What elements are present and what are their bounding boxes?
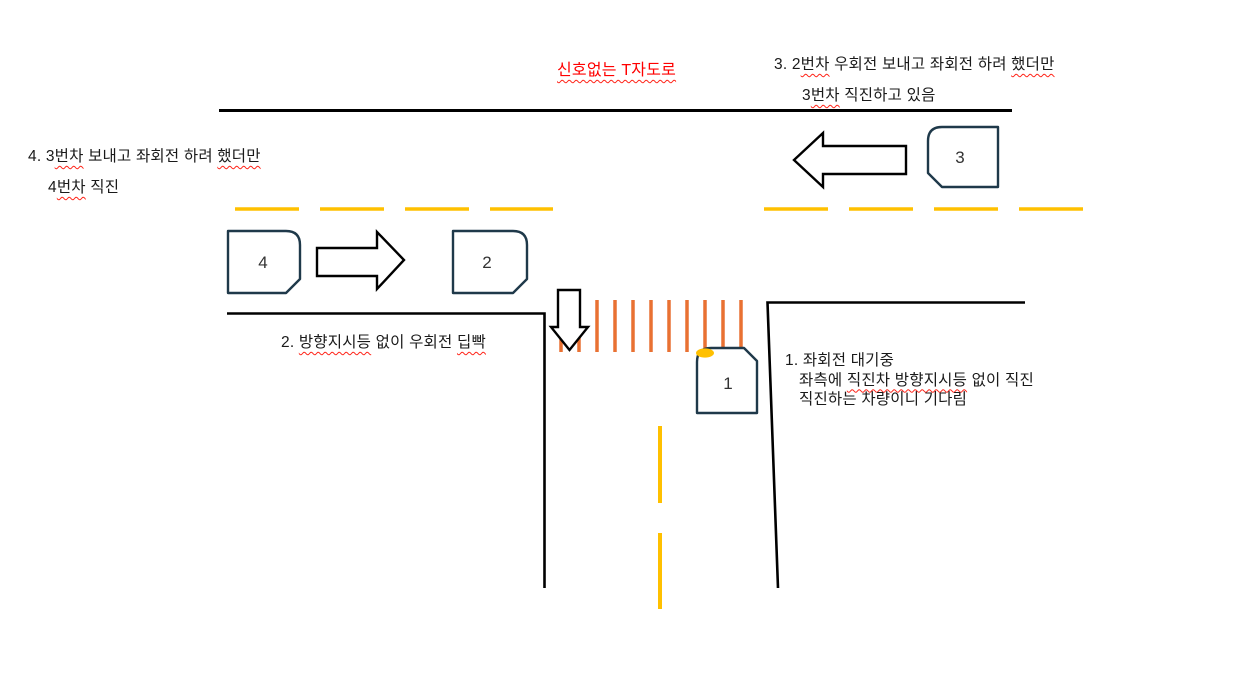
car-2-shape [451, 229, 529, 295]
car-4-label: 4 [258, 253, 267, 272]
note-1: 1. 좌회전 대기중 좌측에 직진차 방향지시등 없이 직진 직진하는 차량이니… [785, 351, 1034, 410]
arrow-down-icon [548, 288, 591, 352]
diagram-title: 신호없는 T자도로 [557, 56, 676, 80]
note-3: 3. 2번차 우회전 보내고 좌회전 하려 했더만 3번차 직진하고 있음 [774, 49, 1055, 111]
note-4-line-2: 4번차 직진 [48, 179, 120, 196]
note-4-line-1: 4. 3번차 보내고 좌회전 하려 했더만 [28, 148, 261, 165]
note-1-line-2: 좌측에 직진차 방향지시등 없이 직진 [799, 371, 1034, 389]
diagram-title-text: 신호없는 T자도로 [557, 62, 677, 79]
car-3-shape [926, 125, 1000, 189]
note-3-line-1: 3. 2번차 우회전 보내고 좌회전 하려 했더만 [774, 56, 1055, 73]
road-edge-left [227, 312, 546, 588]
car-4-shape [226, 229, 302, 295]
note-1-line-1: 1. 좌회전 대기중 [785, 352, 895, 369]
arrow-right-icon [315, 229, 406, 293]
road-edge-right [766, 301, 1025, 589]
note-1-line-3: 직진하는 차량이니 기다림 [799, 391, 968, 408]
turn-signal-light [696, 348, 714, 358]
arrow-left-icon [792, 130, 908, 190]
car-1-label: 1 [723, 374, 732, 393]
car-3-label: 3 [955, 148, 964, 167]
note-4: 4. 3번차 보내고 좌회전 하려 했더만 4번차 직진 [28, 141, 261, 203]
car-2-label: 2 [482, 253, 491, 272]
note-3-line-2: 3번차 직진하고 있음 [802, 87, 936, 104]
note-2: 2. 방향지시등 없이 우회전 딥빡 [281, 334, 486, 351]
